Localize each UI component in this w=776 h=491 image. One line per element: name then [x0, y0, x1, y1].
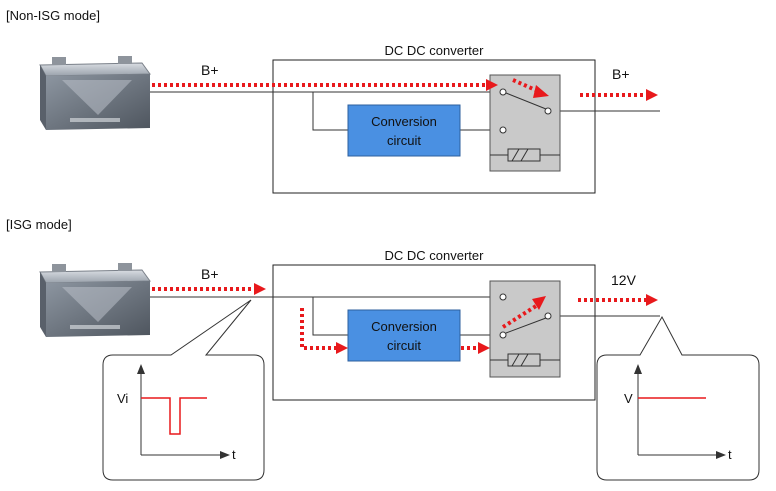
flow-arrowhead: [486, 79, 498, 91]
non-isg-input-label: B+: [201, 62, 219, 78]
non-isg-conversion-text-2: circuit: [387, 133, 421, 148]
isg-converter-title: DC DC converter: [385, 248, 485, 263]
flow-arrowhead: [533, 85, 549, 98]
input-graph-x-label: t: [232, 447, 236, 462]
output-graph-x-label: t: [728, 447, 732, 462]
isg-wiring: [150, 296, 660, 336]
non-isg-conversion-text-1: Conversion: [371, 114, 437, 129]
non-isg-mode-label: [Non-ISG mode]: [6, 8, 100, 23]
non-isg-relay: [489, 74, 561, 172]
isg-mode-label: [ISG mode]: [6, 217, 72, 232]
non-isg-output-label: B+: [612, 66, 630, 82]
non-isg-flow-arrow: [152, 78, 648, 97]
output-graph-y-label: V: [624, 391, 633, 406]
flow-arrowhead: [336, 342, 348, 354]
flow-arrowhead: [254, 283, 266, 295]
battery-icon: [39, 56, 151, 130]
input-voltage-callout: Vi t: [102, 299, 265, 481]
input-graph-y-label: Vi: [117, 391, 128, 406]
isg-flow-arrow: [152, 287, 648, 350]
non-isg-converter-title: DC DC converter: [385, 43, 485, 58]
isg-conversion-circuit: [347, 309, 461, 362]
output-voltage-callout: V t: [596, 315, 760, 481]
non-isg-conversion-circuit: [347, 104, 461, 157]
isg-output-label: 12V: [611, 272, 637, 288]
isg-input-label: B+: [201, 266, 219, 282]
flow-arrowhead: [646, 294, 658, 306]
isg-relay: [489, 280, 561, 378]
non-isg-wiring: [150, 91, 660, 131]
isg-converter-box: [272, 264, 596, 401]
flow-arrowhead: [646, 89, 658, 101]
isg-conversion-text-2: circuit: [387, 338, 421, 353]
isg-conversion-text-1: Conversion: [371, 319, 437, 334]
non-isg-converter-box: [272, 59, 596, 194]
flow-arrowhead: [478, 342, 490, 354]
flow-arrowhead: [532, 296, 546, 310]
battery-icon: [39, 263, 151, 337]
input-voltage-signal: [141, 397, 207, 435]
